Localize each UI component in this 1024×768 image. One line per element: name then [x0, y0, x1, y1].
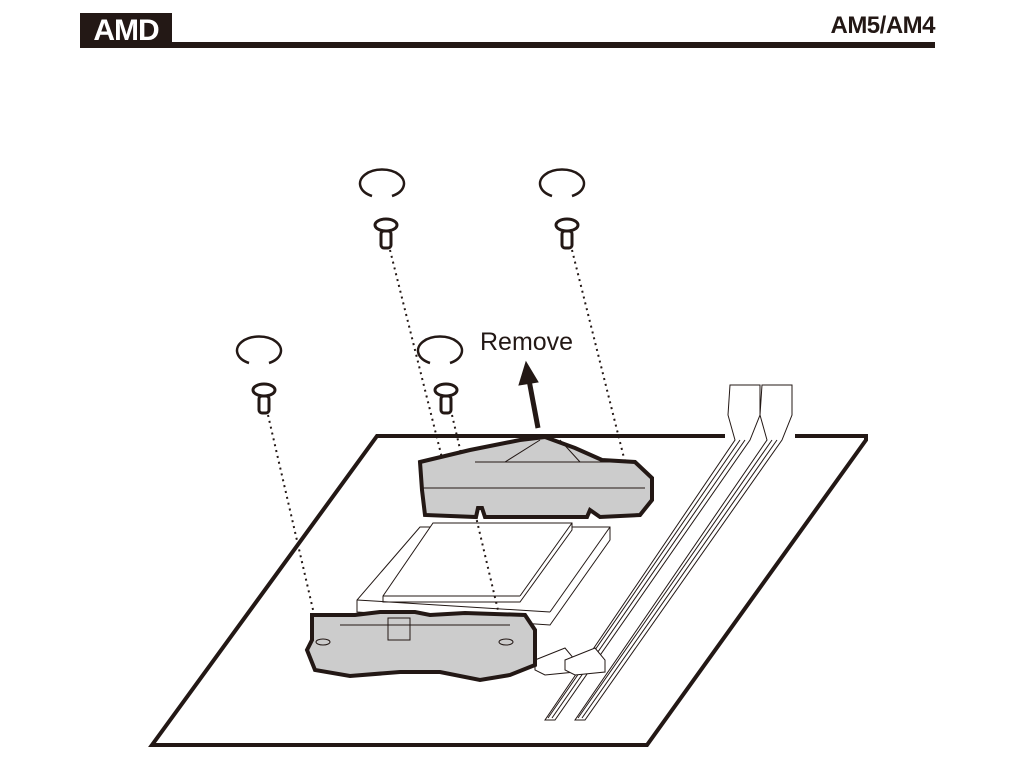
screw-icon [251, 382, 277, 415]
screw-icon [373, 217, 399, 250]
socket-label: AM5/AM4 [830, 12, 935, 39]
cpu [356, 522, 611, 626]
screw-icons [251, 217, 580, 415]
ram-slots [534, 384, 793, 721]
rotate-icon [358, 168, 406, 198]
rotate-icon [416, 335, 464, 365]
screw-icon [554, 217, 580, 250]
dotted-guides [267, 249, 626, 641]
top-retention-bracket [417, 434, 654, 520]
rotate-counterclockwise-icons [235, 168, 586, 365]
rotate-icon [235, 335, 283, 365]
remove-instruction-label: Remove [480, 328, 574, 356]
amd-logo: AMD [80, 13, 172, 48]
header-rule [172, 42, 935, 48]
bottom-retention-bracket [304, 610, 537, 683]
screw-icon [433, 382, 459, 415]
remove-arrow-icon [518, 360, 541, 429]
rotate-icon [538, 168, 586, 198]
motherboard [148, 434, 868, 747]
